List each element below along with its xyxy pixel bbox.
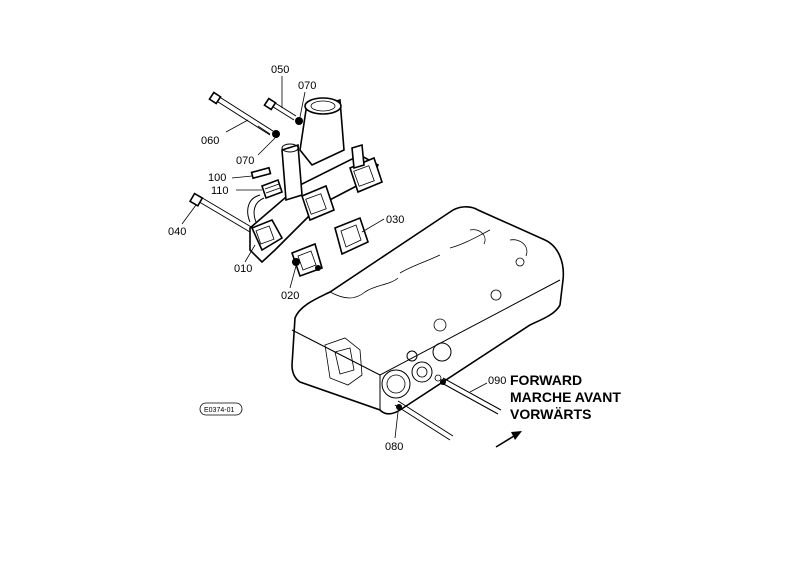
bolt-040 xyxy=(188,192,254,233)
callout-020: 020 xyxy=(281,290,299,302)
gasket-020 xyxy=(290,242,323,278)
stud-090 xyxy=(439,377,502,415)
gasket-030 xyxy=(334,216,369,256)
nut-020 xyxy=(292,258,321,271)
callout-070-top: 070 xyxy=(298,80,316,92)
direction-legend: FORWARD MARCHE AVANT VORWÄRTS xyxy=(510,372,621,422)
direction-line-3: VORWÄRTS xyxy=(510,406,591,422)
callout-010: 010 xyxy=(234,263,252,275)
stud-080 xyxy=(394,400,454,441)
callout-050: 050 xyxy=(271,64,289,76)
intake-manifold xyxy=(247,97,383,264)
bolt-060 xyxy=(208,91,274,136)
direction-line-2: MARCHE AVANT xyxy=(510,389,621,405)
callout-030: 030 xyxy=(386,214,404,226)
leader-lines xyxy=(181,76,488,439)
callout-110: 110 xyxy=(211,185,229,197)
cylinder-head-block xyxy=(291,206,565,415)
bolt-050 xyxy=(263,97,297,121)
washer-070-mid xyxy=(272,130,280,138)
callout-040: 040 xyxy=(168,226,186,238)
plate-100 xyxy=(250,166,272,180)
reference-code: E0374-01 xyxy=(204,407,234,414)
clip-110 xyxy=(260,178,284,200)
callout-100: 100 xyxy=(208,172,226,184)
washer-070-top xyxy=(295,117,303,125)
callout-labels: 050 070 060 070 100 110 040 030 010 020 … xyxy=(168,64,506,453)
callout-070-mid: 070 xyxy=(236,155,254,167)
reference-badge: E0374-01 xyxy=(199,402,243,416)
forward-arrow-icon xyxy=(495,431,522,448)
callout-090: 090 xyxy=(488,375,506,387)
direction-line-1: FORWARD xyxy=(510,372,582,388)
callout-080: 080 xyxy=(385,441,403,453)
callout-060: 060 xyxy=(201,135,219,147)
